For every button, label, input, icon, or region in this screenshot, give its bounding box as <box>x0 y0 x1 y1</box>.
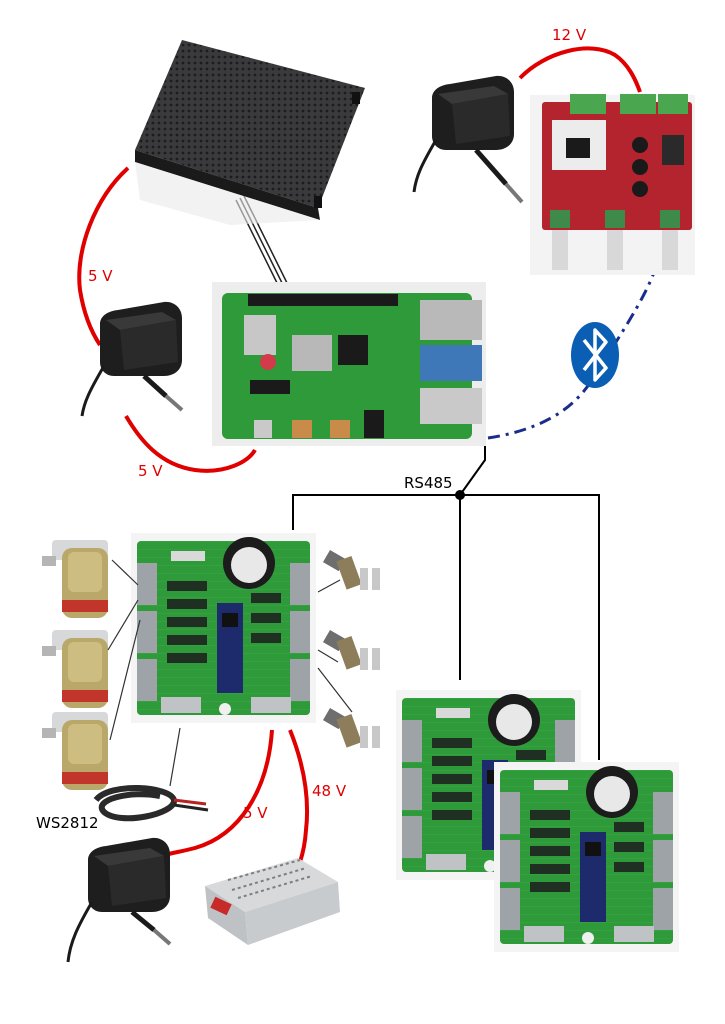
label-12v: 12 V <box>552 26 587 44</box>
label-ws2812: WS2812 <box>36 814 99 832</box>
switch-2 <box>323 630 380 670</box>
solenoid-wires <box>107 559 141 741</box>
rs485-bus-line <box>459 440 486 496</box>
label-5v-pi: 5 V <box>138 462 163 480</box>
switch-3 <box>323 708 380 748</box>
label-48v: 48 V <box>312 782 347 800</box>
power-wire-5v-driver <box>161 729 274 858</box>
rs485-bus-horizontal <box>292 494 600 760</box>
solenoid-3 <box>42 712 108 790</box>
driver-board-main <box>131 533 316 723</box>
power-adapter-icon <box>412 75 524 204</box>
driver-board-tertiary <box>494 762 679 952</box>
power-wire-12v <box>518 46 642 93</box>
power-adapter-icon <box>80 301 184 417</box>
bluetooth-amplifier-board <box>530 94 695 275</box>
switch-wires <box>317 579 353 713</box>
power-wire-5v-panel <box>77 166 130 347</box>
label-5v-driver: 5 V <box>243 804 268 822</box>
solenoid-1 <box>42 540 108 618</box>
power-supply-48v <box>205 858 340 945</box>
solenoid-2 <box>42 630 108 708</box>
power-wire-48v <box>288 729 310 863</box>
rs485-junction <box>455 490 465 500</box>
raspberry-pi-board <box>212 282 486 446</box>
label-5v-panel: 5 V <box>88 267 113 285</box>
bluetooth-icon <box>571 322 619 388</box>
power-wire-5v-pi <box>124 414 257 473</box>
led-matrix-panel <box>135 40 365 225</box>
label-rs485: RS485 <box>404 474 453 492</box>
led-strip-wire <box>169 727 181 787</box>
led-strip <box>93 785 209 822</box>
power-adapter-icon <box>66 837 172 963</box>
